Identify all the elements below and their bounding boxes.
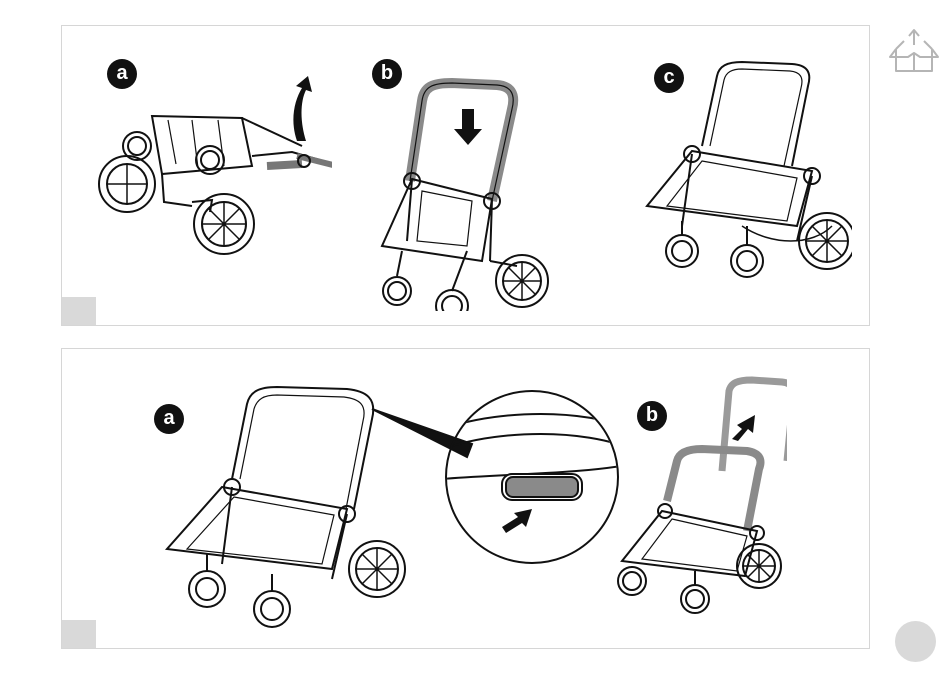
instruction-panel-bottom: a b	[61, 348, 870, 649]
arrow-icon	[293, 76, 312, 141]
arrow-icon	[502, 509, 532, 533]
step-number-box	[62, 620, 96, 648]
unbox-icon	[886, 27, 942, 77]
unfolding-stroller-illustration	[352, 51, 552, 311]
stroller-handle-button-illustration	[122, 369, 642, 629]
page-number-marker	[895, 621, 936, 662]
folded-stroller-illustration	[92, 56, 332, 266]
arrow-icon	[732, 415, 755, 441]
step-number-box	[62, 297, 96, 325]
instruction-panel-top: a b	[61, 25, 870, 326]
arrow-icon	[454, 109, 482, 145]
handle-extended-illustration	[607, 371, 787, 621]
unfolded-stroller-illustration	[622, 46, 852, 286]
